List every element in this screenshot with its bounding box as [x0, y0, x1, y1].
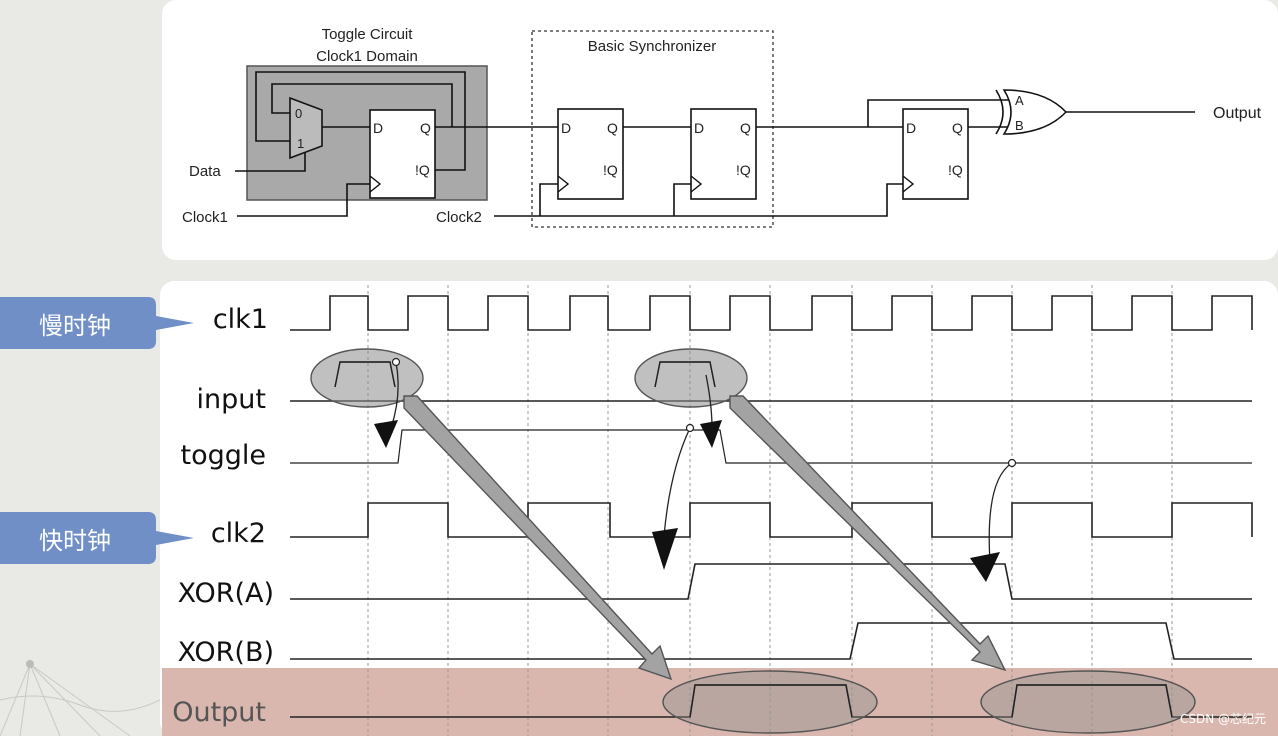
synchronizer-box	[531, 30, 774, 228]
data-label: Data	[189, 163, 221, 180]
background-sketch	[0, 660, 160, 736]
svg-text:D: D	[906, 120, 916, 136]
svg-text:B: B	[1015, 118, 1024, 133]
signal-label-clk2: clk2	[210, 518, 266, 549]
xor-gate	[1002, 89, 1068, 135]
svg-text:D: D	[373, 120, 383, 136]
output-band	[162, 668, 1278, 736]
svg-text:!Q: !Q	[948, 162, 963, 178]
slow-clock-text: 慢时钟	[39, 311, 111, 340]
signal-label-xor-a: XOR(A)	[177, 578, 274, 609]
svg-text:Q: Q	[740, 120, 751, 136]
svg-text:D: D	[694, 120, 704, 136]
output-label: Output	[1213, 105, 1262, 122]
mux-0-label: 0	[295, 106, 302, 121]
sync-title: Basic Synchronizer	[588, 38, 716, 55]
signal-label-toggle: toggle	[180, 440, 267, 471]
watermark: CSDN @芯纪元	[1179, 712, 1266, 726]
signal-label-xor-b: XOR(B)	[177, 637, 274, 668]
output-flip-flop	[902, 108, 969, 200]
svg-text:!Q: !Q	[603, 162, 618, 178]
signal-label-output: Output	[172, 697, 266, 728]
mux-shape	[289, 96, 323, 160]
svg-text:Q: Q	[952, 120, 963, 136]
fast-clock-text: 快时钟	[39, 526, 111, 555]
signal-label-clk1: clk1	[212, 304, 268, 335]
clock2-label: Clock2	[436, 209, 482, 226]
toggle-circuit-box	[246, 65, 488, 201]
mux-1-label: 1	[297, 136, 304, 151]
svg-text:D: D	[561, 120, 571, 136]
svg-text:!Q: !Q	[415, 162, 430, 178]
svg-text:Q: Q	[420, 120, 431, 136]
toggle-title-1: Toggle Circuit	[322, 26, 414, 43]
toggle-title-2: Clock1 Domain	[316, 48, 418, 65]
schematic-diagram: Toggle Circuit Clock1 Domain 0 1 D Q !Q …	[182, 26, 1262, 228]
svg-text:A: A	[1015, 93, 1024, 108]
svg-text:!Q: !Q	[736, 162, 751, 178]
toggle-flip-flop	[369, 109, 436, 199]
signal-label-input: input	[196, 384, 266, 415]
svg-text:Q: Q	[607, 120, 618, 136]
clock1-label: Clock1	[182, 209, 228, 226]
